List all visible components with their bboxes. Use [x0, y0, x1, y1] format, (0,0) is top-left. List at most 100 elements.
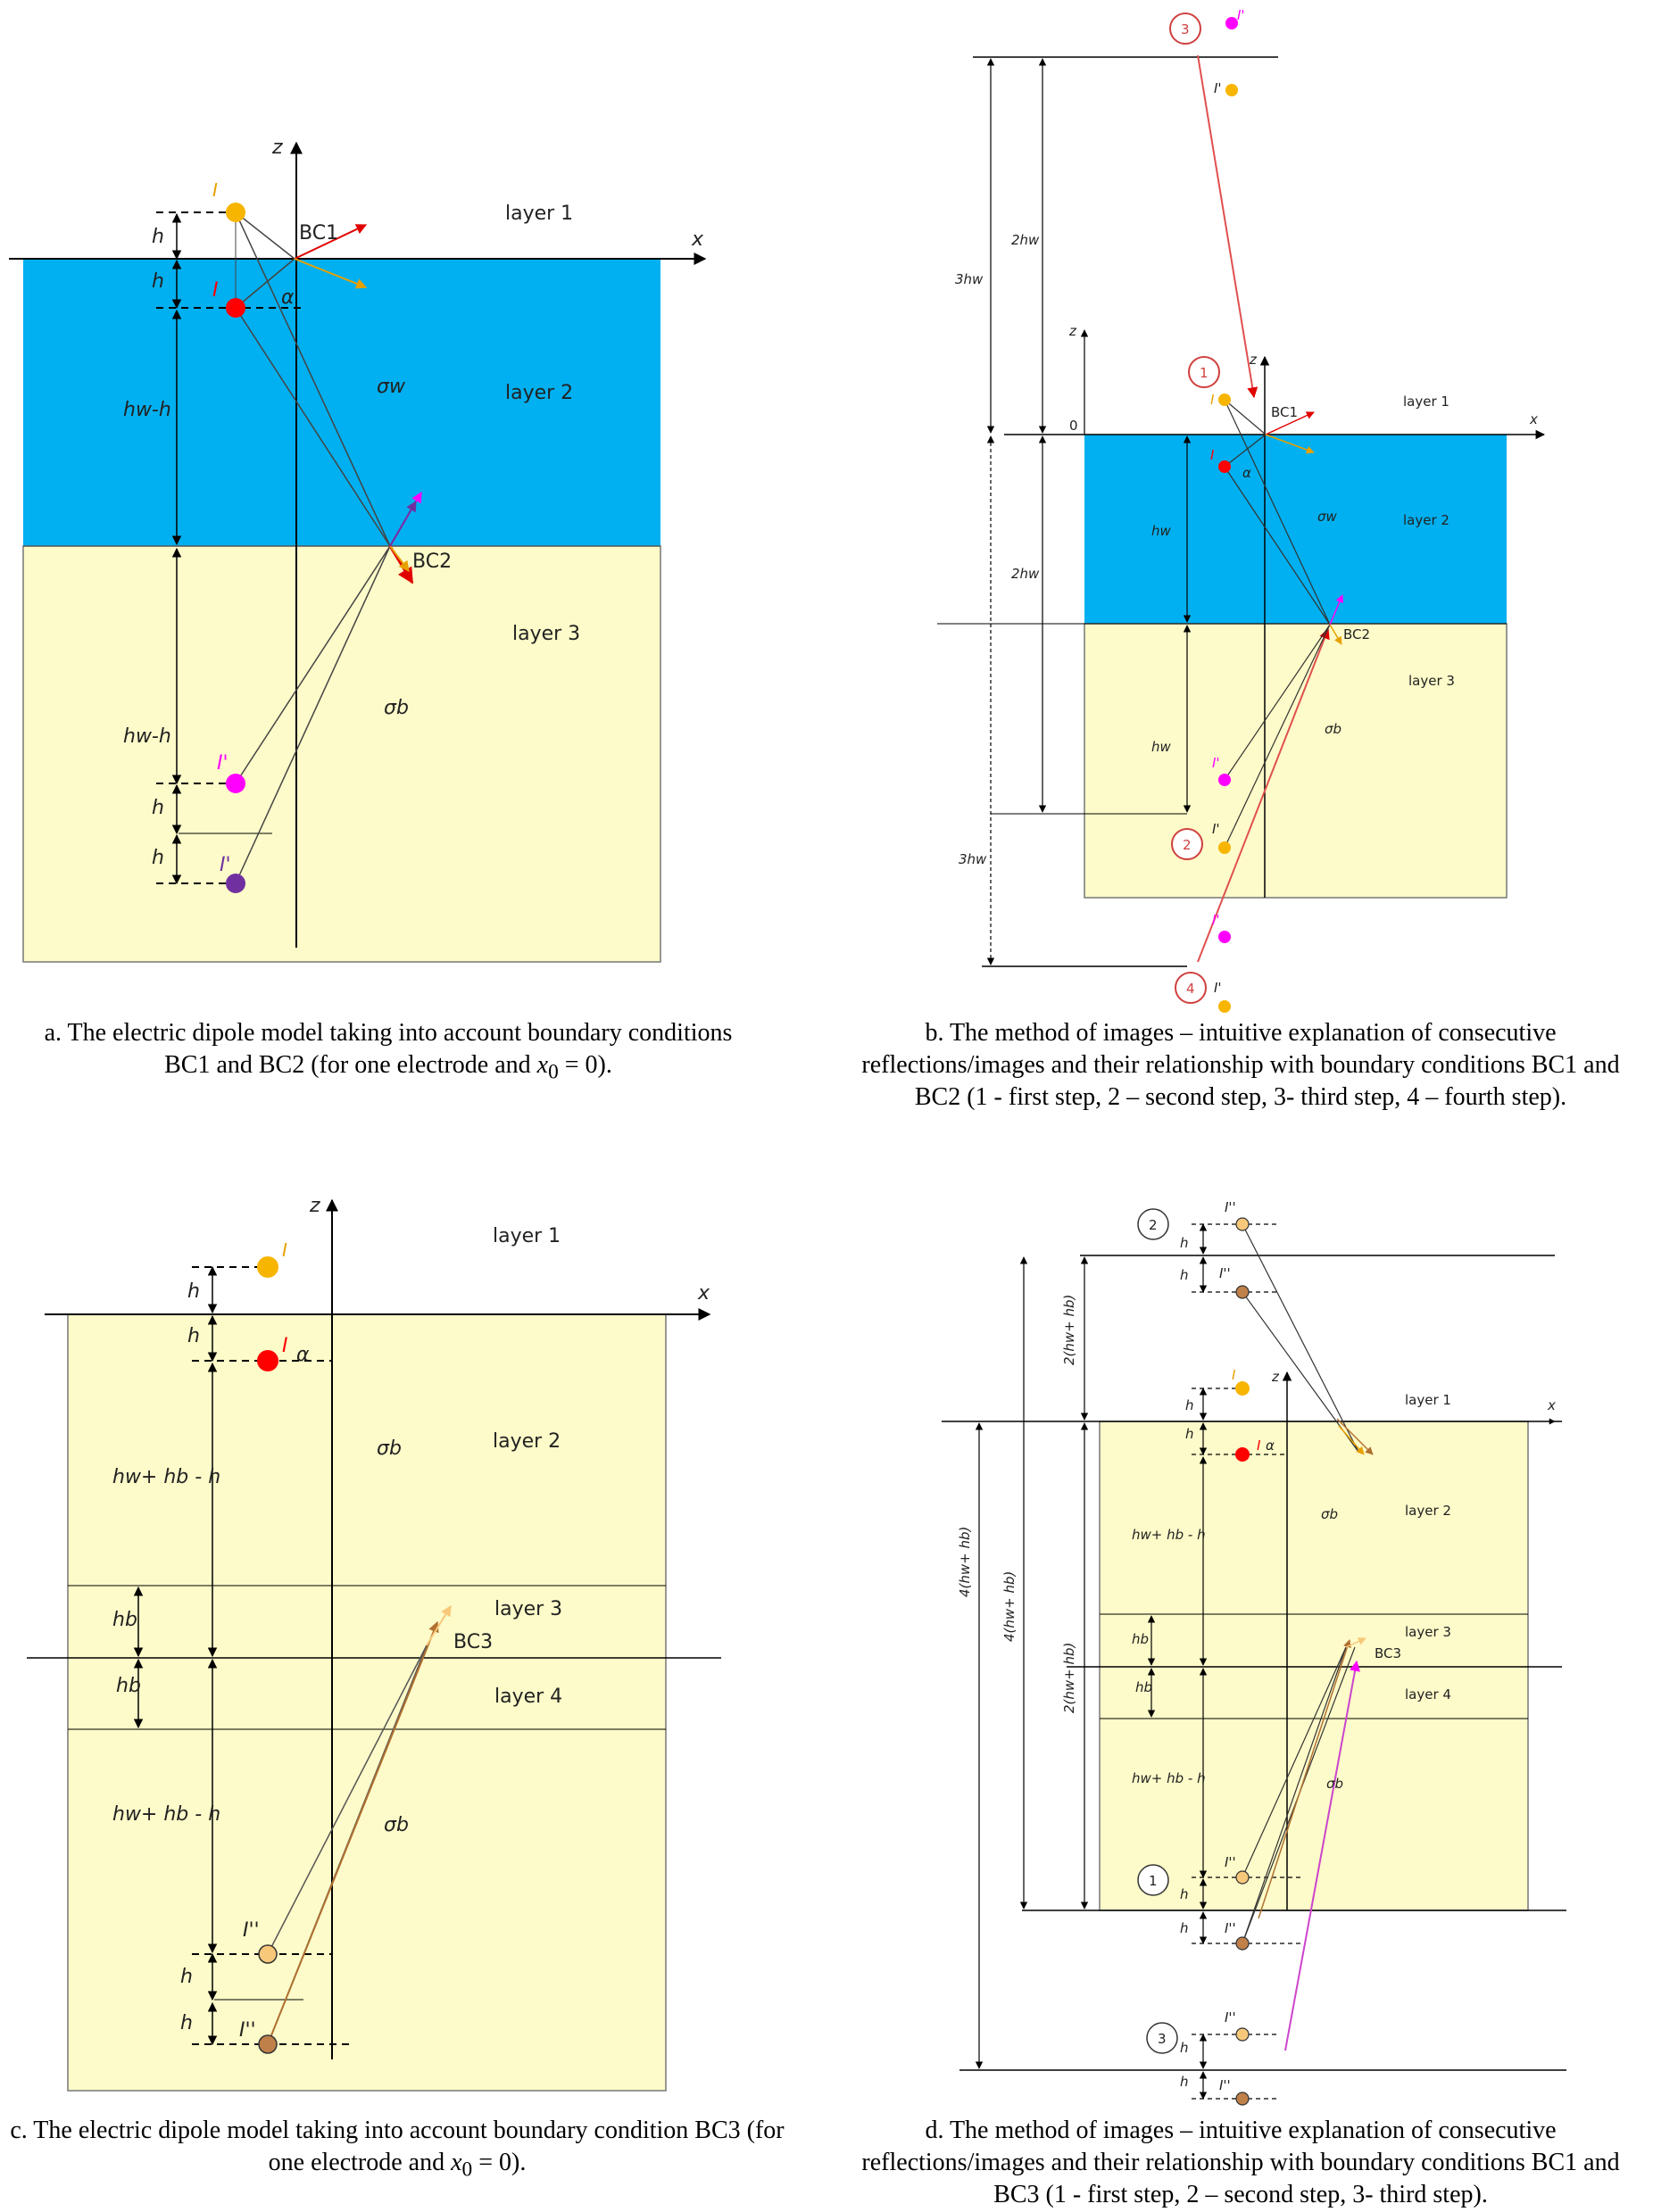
Iprime-label: I': [1214, 80, 1222, 96]
sigma-b-label: σb: [384, 1814, 409, 1836]
h-label: h: [1180, 1267, 1189, 1283]
4hwhb-label: 4(hw+ hb): [957, 1527, 973, 1597]
image-electrode-light: [1235, 1870, 1250, 1885]
image-electrode-magenta: [1218, 931, 1231, 943]
2hw-label: 2hw: [1011, 232, 1040, 248]
sigma-b-label: σb: [1326, 1776, 1343, 1792]
image-electrode-brown: [258, 2034, 278, 2054]
caption-a-math: x: [536, 1051, 549, 1079]
ray-step3: [1284, 1660, 1360, 2051]
image-electrode-brown: [1235, 1936, 1250, 1951]
2hw-label: 2hw: [1011, 566, 1040, 582]
caption-a-sub: 0: [548, 1060, 559, 1084]
caption-a-text: a. The electric dipole model taking into…: [44, 1019, 733, 1079]
step-circle: [1146, 2022, 1178, 2054]
caption-a: a. The electric dipole model taking into…: [36, 1017, 741, 1089]
caption-b: b. The method of images – intuitive expl…: [861, 1019, 1620, 1111]
bc1-red-arrow: [1265, 411, 1315, 435]
step-number: 1: [1149, 1873, 1158, 1889]
image-electrode-light: [1235, 1217, 1250, 1231]
layer4-label: layer 4: [1405, 1686, 1451, 1702]
sigma-b-label: σb: [1321, 1506, 1338, 1522]
bc3-light-arrow: [426, 1604, 452, 1646]
sigma-b-label: σb: [1325, 721, 1342, 737]
image-electrode-air: [257, 1256, 278, 1278]
panel-c: z x BC3 layer 1 layer 2 layer 3 layer 4 …: [27, 1195, 721, 2092]
panel-b: 3 1 2 4 z z x 0 BC1 BC2 layer 1 layer 2 …: [937, 7, 1546, 1013]
bc1-label: BC1: [299, 222, 338, 244]
step-circle: [1169, 12, 1201, 45]
image-electrode-air: [1235, 1381, 1250, 1396]
h-label: h: [180, 2012, 193, 2034]
alpha-label: α: [1266, 1437, 1275, 1454]
ray: [235, 211, 391, 547]
caption-c-sub: 0: [461, 2158, 473, 2182]
layer1-label: layer 1: [505, 203, 573, 225]
image-electrode-magenta: [1225, 17, 1238, 29]
z-axis-label: z: [271, 137, 283, 159]
3hw-label: 3hw: [959, 851, 987, 867]
sediment-layer: [1084, 623, 1508, 899]
image-electrode-air: [226, 203, 245, 222]
sediment-layer: [1099, 1421, 1529, 1911]
caption-a-text-end: = 0).: [558, 1051, 612, 1079]
h-label: h: [1180, 2040, 1189, 2056]
ray: [1224, 399, 1331, 625]
real-electrode: [257, 1350, 278, 1371]
hw-h-label: hw-h: [123, 725, 171, 748]
step-number: 2: [1183, 837, 1192, 853]
alpha-label: α: [1242, 465, 1251, 481]
ray-step3: [1197, 54, 1258, 399]
2hwhb-label: 2(hw+ hb): [1061, 1295, 1077, 1365]
hw-label: hw: [1151, 523, 1172, 539]
h-label: h: [1180, 1235, 1189, 1251]
bc2-purple-arrow: [389, 500, 417, 547]
I-label: I: [1232, 1367, 1236, 1383]
bc2-magenta-arrow: [1329, 594, 1343, 625]
Idouble-label: I'': [1225, 2009, 1236, 2026]
3hw-label: 3hw: [955, 271, 984, 287]
h-label: h: [187, 1280, 200, 1303]
ray: [1224, 399, 1267, 435]
2hwhb-label: 2(hw+ hb): [1061, 1643, 1077, 1713]
Idouble-label: I'': [239, 2019, 256, 2042]
bc1-orange-arrow: [294, 258, 368, 289]
bc2-label: BC2: [412, 551, 452, 573]
h-label: h: [152, 797, 164, 819]
caption-c-text-end: = 0).: [472, 2149, 527, 2176]
real-electrode: [226, 298, 245, 318]
ray: [1242, 1291, 1359, 1453]
h-label: h: [1180, 1886, 1189, 1902]
Iprime-label: I': [1237, 7, 1245, 23]
hwhb-h-label: hw+ hb - h: [112, 1466, 220, 1488]
panel-d: 2 1 3 z x BC3 layer 1 layer 2 layer 3 la…: [942, 1199, 1566, 2106]
sigma-w-label: σw: [377, 376, 406, 398]
sediment-layer: [22, 545, 661, 963]
bc2-label: BC2: [1343, 626, 1370, 642]
layer3-label: layer 3: [1408, 673, 1455, 689]
layer2-label: layer 2: [1403, 512, 1449, 528]
bc3-brown-arrow: [267, 1620, 439, 2045]
ray: [1242, 1646, 1347, 1878]
sigma-b-label: σb: [377, 1437, 402, 1460]
I-label: I: [1257, 1437, 1261, 1454]
panel-a: z x BC1 BC2 layer 1 layer 2 layer 3 σw σ…: [9, 137, 707, 963]
h-label: h: [187, 1325, 200, 1347]
ray: [235, 545, 391, 884]
ray-step4: [1197, 627, 1330, 963]
ray: [235, 545, 391, 784]
step-number: 3: [1158, 2031, 1167, 2047]
zero-label: 0: [1069, 418, 1078, 434]
h-label: h: [1185, 1426, 1194, 1442]
Idouble-label: I'': [1225, 1920, 1236, 1936]
z-axis-label: z: [1249, 352, 1258, 368]
h-label: h: [1180, 1920, 1189, 1936]
bc2-orange-arrow: [389, 545, 410, 572]
x-axis-label: x: [1547, 1397, 1556, 1413]
hb-label: hb: [116, 1675, 141, 1697]
h-label: h: [1185, 1397, 1194, 1413]
Idouble-label: I'': [1225, 1854, 1236, 1870]
Idouble-label: I'': [1219, 2077, 1231, 2093]
step-circle: [1171, 828, 1203, 860]
layer2-label: layer 2: [505, 382, 573, 404]
